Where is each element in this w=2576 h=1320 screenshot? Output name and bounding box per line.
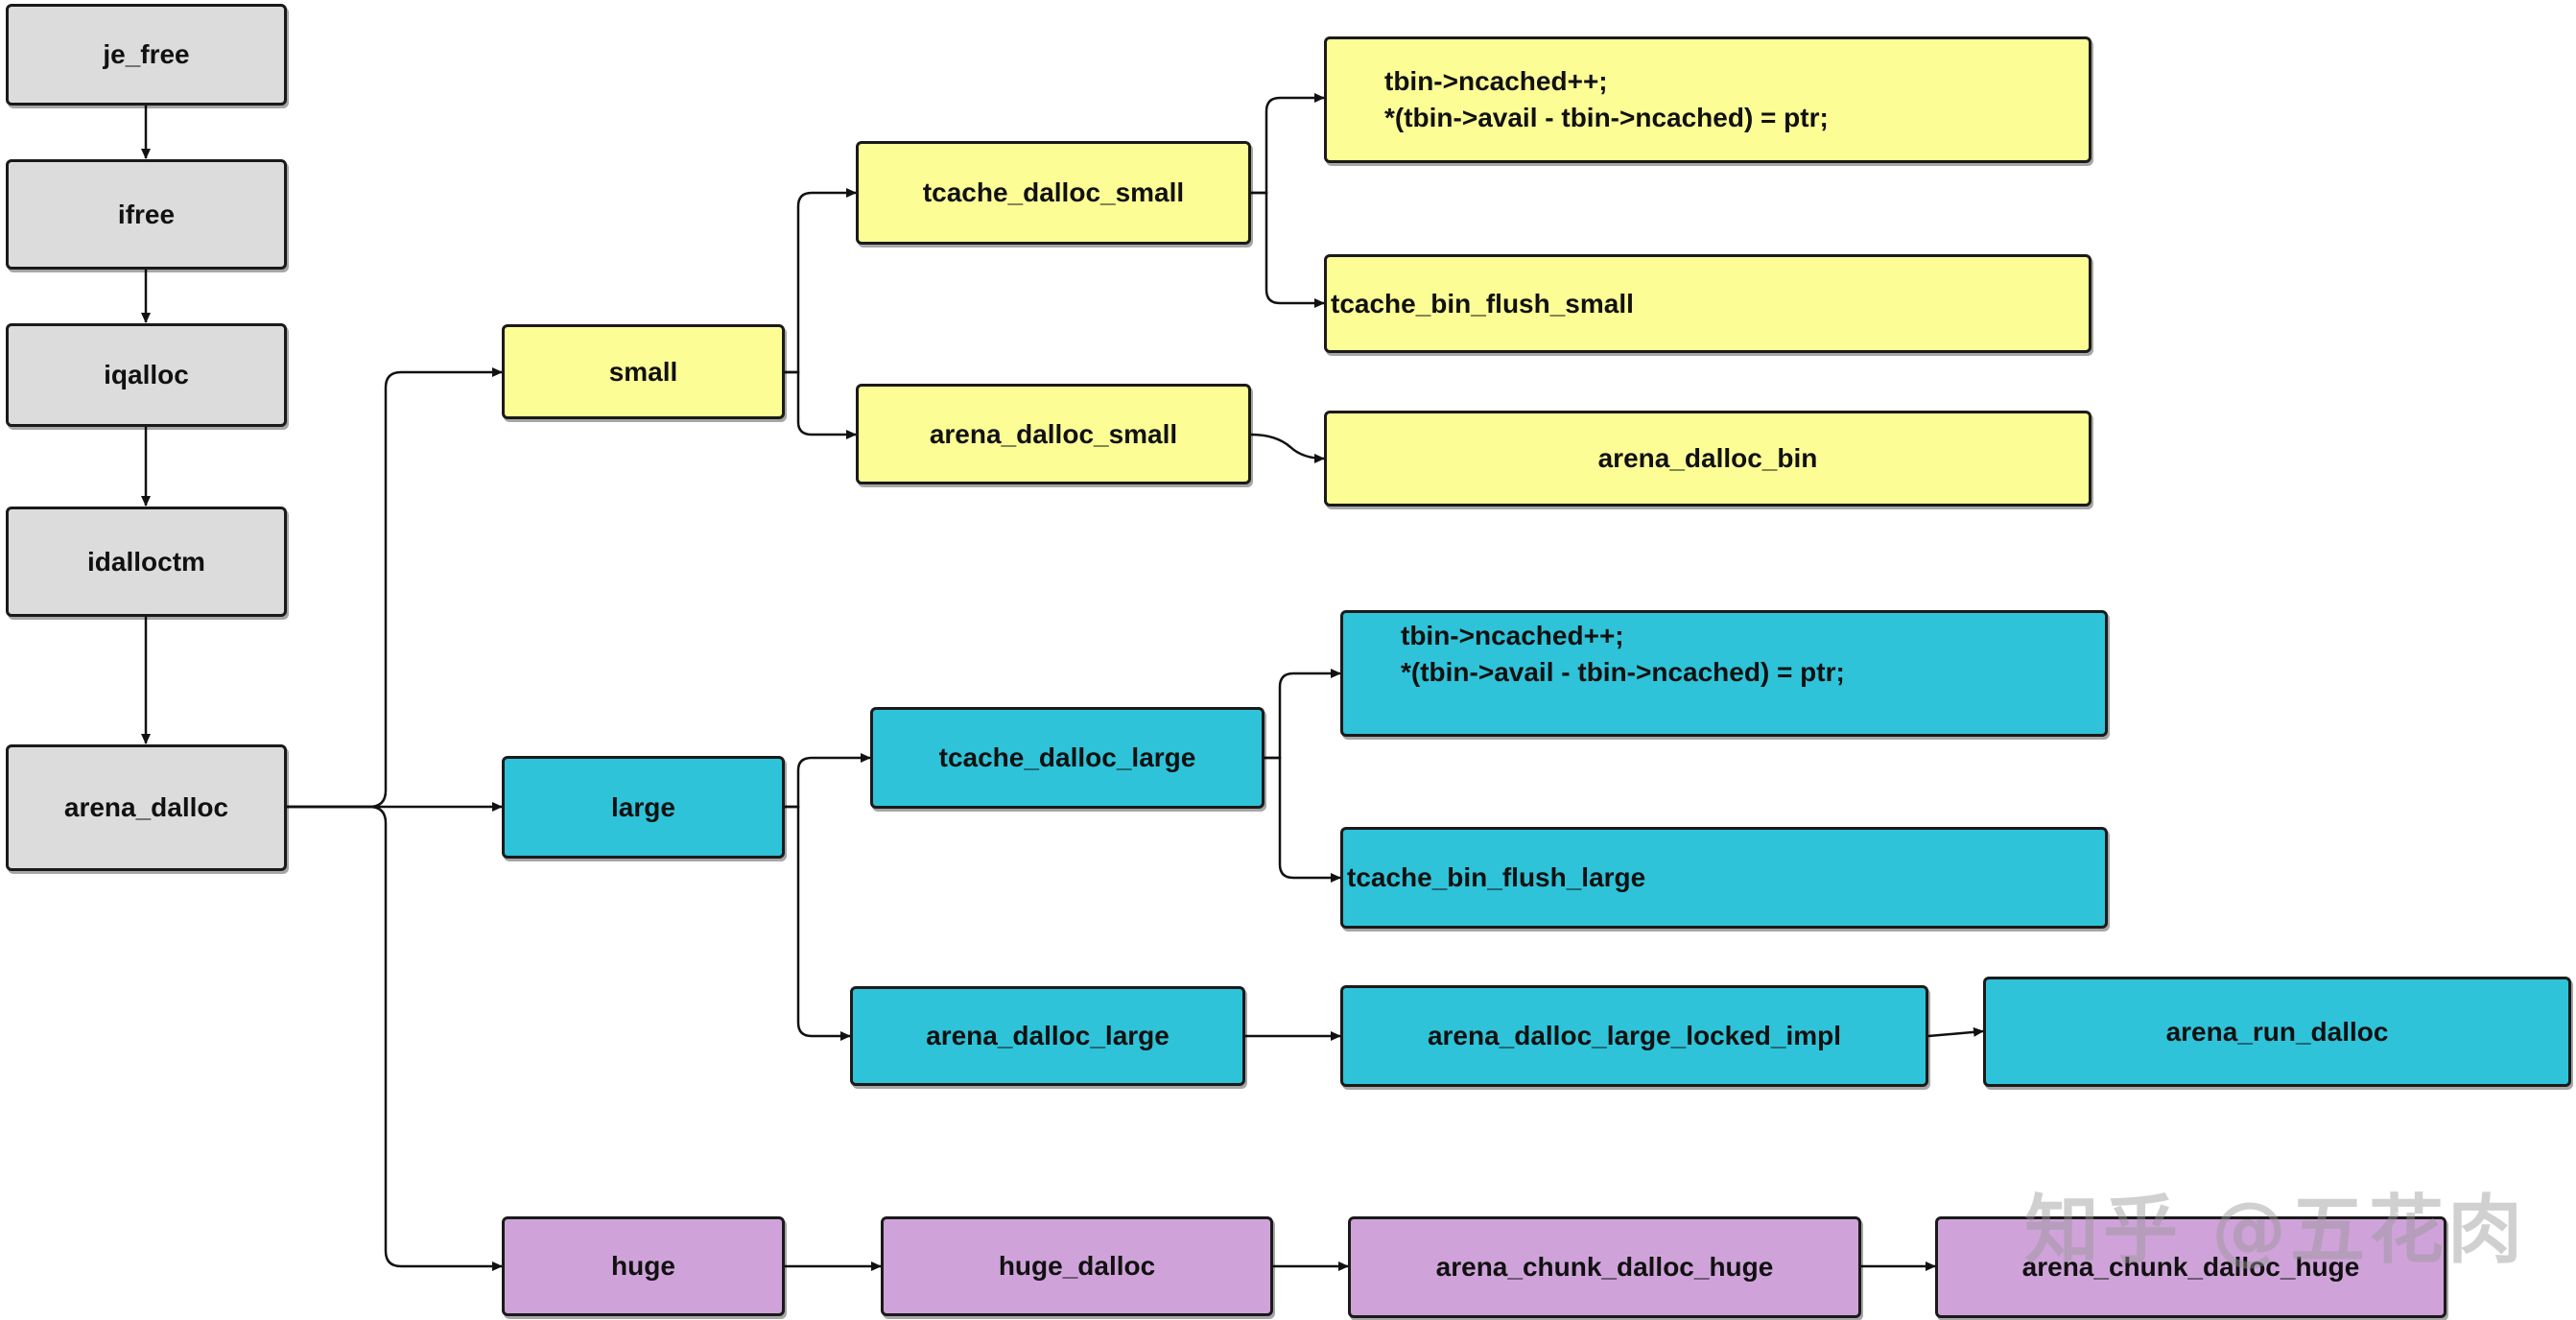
node-arena-dalloc-large-locked-impl-label: arena_dalloc_large_locked_impl xyxy=(1427,1021,1842,1050)
node-huge: huge xyxy=(502,1216,785,1316)
edge-small-to-tcache-dalloc-small xyxy=(785,188,857,374)
small-code-line-1: tbin->ncached++; xyxy=(1384,66,1608,96)
small-code-line-2: *(tbin->avail - tbin->ncached) = ptr; xyxy=(1384,103,1829,132)
node-huge-dalloc: huge_dalloc xyxy=(881,1216,1273,1316)
node-tcache-bin-flush-small-label: tcache_bin_flush_small xyxy=(1331,288,1634,318)
node-arena-chunk-dalloc-huge-1: arena_chunk_dalloc_huge xyxy=(1348,1216,1861,1318)
node-ifree-label: ifree xyxy=(117,199,176,229)
node-iqalloc: iqalloc xyxy=(6,323,287,427)
node-small-tcache-code: tbin->ncached++; *(tbin->avail - tbin->n… xyxy=(1324,36,2092,163)
node-tcache-bin-flush-large: tcache_bin_flush_large xyxy=(1340,827,2108,929)
node-small-label: small xyxy=(608,356,678,387)
edge-arena-dalloc-to-huge xyxy=(286,805,503,1271)
edge-tcache-dalloc-small-to-code xyxy=(1251,93,1325,195)
node-iqalloc-label: iqalloc xyxy=(104,360,189,389)
node-arena-dalloc-large-locked-impl: arena_dalloc_large_locked_impl xyxy=(1340,985,1928,1087)
node-arena-chunk-dalloc-huge-1-label: arena_chunk_dalloc_huge xyxy=(1435,1252,1774,1282)
node-tcache-bin-flush-large-label: tcache_bin_flush_large xyxy=(1347,862,1646,892)
node-large-tcache-code: tbin->ncached++; *(tbin->avail - tbin->n… xyxy=(1340,610,2108,737)
edge-locked-impl-to-run-dalloc xyxy=(1927,1026,1984,1038)
node-arena-run-dalloc-label: arena_run_dalloc xyxy=(2165,1016,2389,1047)
watermark-text: 知乎 @五花肉 xyxy=(2024,1188,2527,1274)
node-tcache-dalloc-small-label: tcache_dalloc_small xyxy=(922,177,1185,207)
node-arena-dalloc-label: arena_dalloc xyxy=(63,792,229,822)
large-code-line-2: *(tbin->avail - tbin->ncached) = ptr; xyxy=(1401,657,1845,687)
edge-tcache-dalloc-large-to-code xyxy=(1264,669,1341,760)
node-je-free-label: je_free xyxy=(103,39,190,69)
node-arena-dalloc-large-label: arena_dalloc_large xyxy=(926,1021,1170,1050)
node-tcache-bin-flush-small: tcache_bin_flush_small xyxy=(1324,254,2092,353)
node-tcache-dalloc-small: tcache_dalloc_small xyxy=(856,141,1251,245)
edge-tcache-dalloc-small-to-flush xyxy=(1251,191,1325,308)
node-huge-label: huge xyxy=(611,1251,675,1281)
node-small: small xyxy=(502,324,785,419)
node-idalloctm-label: idalloctm xyxy=(87,546,205,577)
node-large-label: large xyxy=(611,791,675,822)
node-arena-dalloc-small: arena_dalloc_small xyxy=(856,384,1251,484)
node-arena-dalloc-small-label: arena_dalloc_small xyxy=(929,418,1178,449)
node-ifree: ifree xyxy=(6,159,287,270)
edge-large-to-tcache-dalloc-large xyxy=(785,753,871,809)
node-idalloctm: idalloctm xyxy=(6,507,287,617)
node-huge-dalloc-label: huge_dalloc xyxy=(998,1251,1156,1281)
node-arena-dalloc-bin-label: arena_dalloc_bin xyxy=(1597,443,1818,473)
large-code-line-1: tbin->ncached++; xyxy=(1401,621,1624,650)
edge-arena-dalloc-to-small xyxy=(286,367,503,809)
edge-large-to-arena-dalloc-large xyxy=(785,805,851,1041)
node-arena-chunk-dalloc-huge-2: arena_chunk_dalloc_huge xyxy=(1935,1216,2446,1318)
edge-small-to-arena-dalloc-small xyxy=(785,370,857,439)
edge-tcache-dalloc-large-to-flush xyxy=(1264,756,1341,883)
node-arena-run-dalloc: arena_run_dalloc xyxy=(1983,977,2571,1087)
node-je-free: je_free xyxy=(6,4,287,106)
node-arena-dalloc: arena_dalloc xyxy=(6,744,287,871)
node-tcache-dalloc-large: tcache_dalloc_large xyxy=(870,707,1264,809)
node-arena-chunk-dalloc-huge-2-label: arena_chunk_dalloc_huge xyxy=(2021,1252,2360,1282)
edge-arena-dalloc-small-to-bin xyxy=(1250,433,1325,463)
node-arena-dalloc-bin: arena_dalloc_bin xyxy=(1324,411,2092,507)
node-large: large xyxy=(502,756,785,859)
node-tcache-dalloc-large-label: tcache_dalloc_large xyxy=(938,742,1196,772)
node-arena-dalloc-large: arena_dalloc_large xyxy=(850,986,1245,1086)
